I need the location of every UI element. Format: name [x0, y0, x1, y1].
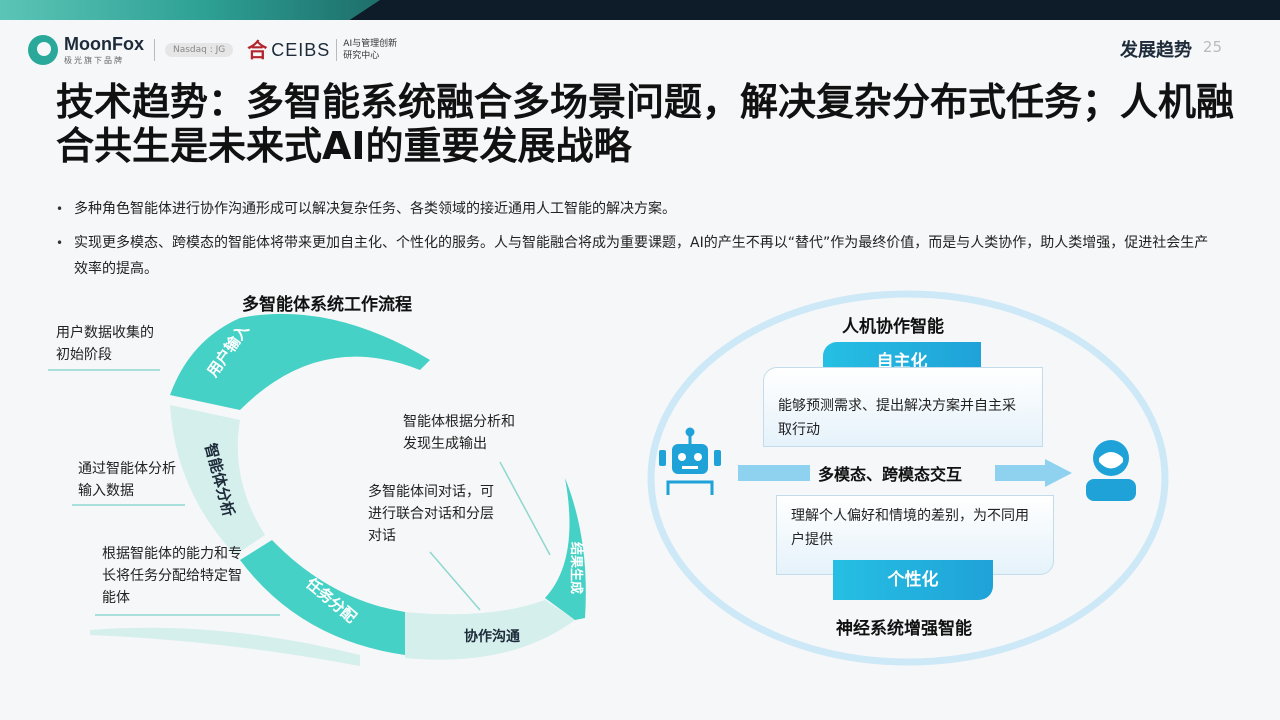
- partner-sub-line-2: 研究中心: [343, 51, 380, 61]
- page-number: 25: [1202, 38, 1222, 56]
- partner-sub: AI与管理创新 研究中心: [343, 38, 397, 62]
- flow-arc-input: [170, 313, 430, 410]
- segment-text-result: 结果生成: [568, 542, 584, 594]
- ceibs-logo-icon: 合: [247, 38, 268, 62]
- person-icon: [1086, 440, 1136, 501]
- note-generate: 智能体根据分析和发现生成输出: [403, 414, 515, 452]
- flow-arc-comm: [405, 600, 575, 660]
- section-label: 发展趋势: [1120, 40, 1192, 61]
- flow-tail: [90, 627, 360, 666]
- moonfox-logo-icon: [28, 35, 58, 65]
- box-autonomy: 能够预测需求、提出解决方案并自主采取行动: [763, 367, 1043, 447]
- brand-name: MoonFox: [64, 33, 144, 54]
- box-personalize: 理解个人偏好和情境的差别，为不同用户提供: [776, 495, 1054, 575]
- hmi-middle-label: 多模态、跨模态交互: [818, 465, 963, 484]
- pill-personalize: 个性化: [833, 560, 993, 600]
- hmi-arrow-head: [1045, 459, 1072, 487]
- top-banner-accent: [0, 0, 380, 20]
- logo-divider: [153, 39, 155, 61]
- robot-icon: [659, 427, 721, 495]
- hmi-title-top: 人机协作智能: [842, 317, 944, 337]
- hmi-arrow-left: [738, 465, 810, 481]
- brand-sub: 极光旗下品牌: [64, 55, 124, 65]
- hmi-arrow-right: [995, 465, 1045, 481]
- nasdaq-badge: Nasdaq : JG: [164, 43, 234, 57]
- partner-name: CEIBS: [271, 39, 331, 60]
- flow-arc-analysis: [170, 405, 265, 555]
- moonfox-logo-text: MoonFox 极光旗下品牌: [64, 35, 144, 66]
- hmi-title-bottom: 神经系统增强智能: [836, 619, 972, 639]
- note-input: 用户数据收集的初始阶段: [56, 325, 154, 363]
- top-banner: [0, 0, 1280, 20]
- page-title: 技术趋势：多智能系统融合多场景问题，解决复杂分布式任务；人机融合共生是未来式AI…: [56, 80, 1235, 168]
- note-dialog: 多智能体间对话，可进行联合对话和分层对话: [368, 484, 494, 544]
- note-analysis: 通过智能体分析输入数据: [78, 461, 176, 499]
- flow-arc-assign: [240, 540, 405, 655]
- note-assign: 根据智能体的能力和专长将任务分配给特定智能体: [102, 546, 242, 606]
- bullet-item: 多种角色智能体进行协作沟通形成可以解决复杂任务、各类领域的接近通用人工智能的解决…: [56, 196, 1216, 222]
- hmi-ellipse: [647, 290, 1169, 666]
- flow-title: 多智能体系统工作流程: [242, 295, 412, 315]
- flow-arc-result: [545, 478, 586, 620]
- segment-label-result: 结果生成: [568, 542, 584, 594]
- pointer-line-generate: [499, 461, 551, 556]
- partner-divider: [336, 39, 338, 61]
- pointer-line-dialog: [429, 551, 481, 611]
- partner-sub-line-1: AI与管理创新: [343, 39, 398, 49]
- bullet-item: 实现更多模态、跨模态的智能体将带来更加自主化、个性化的服务。人与智能融合将成为重…: [56, 230, 1216, 282]
- bullet-list: 多种角色智能体进行协作沟通形成可以解决复杂任务、各类领域的接近通用人工智能的解决…: [56, 196, 1216, 290]
- logo-row: MoonFox 极光旗下品牌 Nasdaq : JG 合 CEIBS AI与管理…: [28, 32, 397, 68]
- segment-text-comm: 协作沟通: [464, 628, 520, 645]
